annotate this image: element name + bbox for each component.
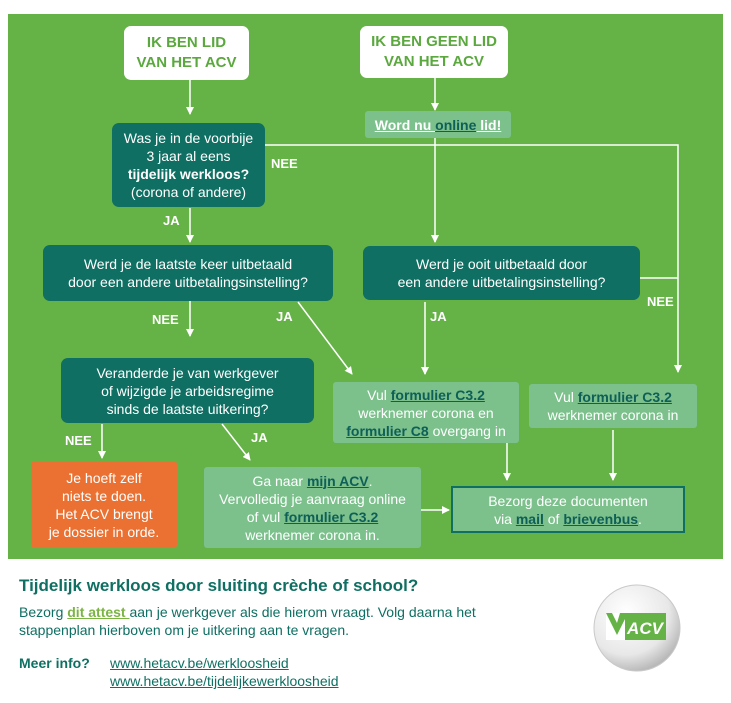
label-nee-q2: NEE	[152, 312, 179, 327]
result-c32: Vul formulier C3.2 werknemer corona in	[529, 384, 697, 428]
label-nee-q1: NEE	[271, 156, 298, 171]
acv-logo: ACV	[593, 584, 681, 672]
more-info-label: Meer info?	[19, 655, 90, 671]
footer-title: Tijdelijk werkloos door sluiting crèche …	[19, 576, 419, 595]
join-online-link[interactable]: online	[435, 116, 477, 133]
label-ja-q3: JA	[430, 309, 447, 324]
mail-link[interactable]: mail	[515, 510, 544, 527]
result-c32-and-c8: Vul formulier C3.2 werknemer corona en f…	[333, 382, 519, 443]
form-c32-link-3[interactable]: formulier C3.2	[284, 508, 379, 525]
postbox-link[interactable]: brievenbus	[563, 510, 639, 527]
footer-text: Bezorg dit attest aan je werkgever als d…	[19, 604, 476, 638]
result-my-acv: Ga naar mijn ACV. Vervolledig je aanvraa…	[204, 467, 421, 548]
label-ja-q4: JA	[251, 430, 268, 445]
acv-logo-text: ACV	[626, 619, 665, 638]
form-c32-link-2[interactable]: formulier C3.2	[577, 389, 672, 405]
start-member: IK BEN LID VAN HET ACV	[124, 26, 249, 80]
form-c32-link[interactable]: formulier C3.2	[390, 386, 485, 403]
form-c8-link[interactable]: formulier C8	[346, 422, 429, 439]
question-nonmember-ever-paid: Werd je ooit uitbetaald door een andere …	[363, 246, 640, 300]
label-ja-q1: JA	[163, 213, 180, 228]
label-nee-q4: NEE	[65, 433, 92, 448]
my-acv-link[interactable]: mijn ACV	[306, 472, 369, 489]
question-changed-employer: Veranderde je van werkgever of wijzigde …	[61, 358, 314, 423]
attest-link[interactable]: dit attest	[67, 604, 130, 620]
question-temporary-unemployed: Was je in de voorbije 3 jaar al eens tij…	[112, 123, 265, 207]
question-member-other-institution: Werd je de laatste keer uitbetaald door …	[43, 245, 333, 301]
link-tijdelijkewerkloosheid[interactable]: www.hetacv.be/tijdelijkewerkloosheid	[110, 673, 339, 689]
link-werkloosheid[interactable]: www.hetacv.be/werkloosheid	[110, 655, 289, 671]
result-nothing-to-do: Je hoeft zelf niets te doen. Het ACV bre…	[31, 462, 177, 547]
join-online[interactable]: Word nu online lid!	[365, 111, 511, 138]
result-deliver-documents: Bezorg deze documenten via mail of briev…	[451, 486, 685, 533]
label-nee-q3: NEE	[647, 294, 674, 309]
start-nonmember: IK BEN GEEN LID VAN HET ACV	[360, 26, 508, 78]
label-ja-q2: JA	[276, 309, 293, 324]
